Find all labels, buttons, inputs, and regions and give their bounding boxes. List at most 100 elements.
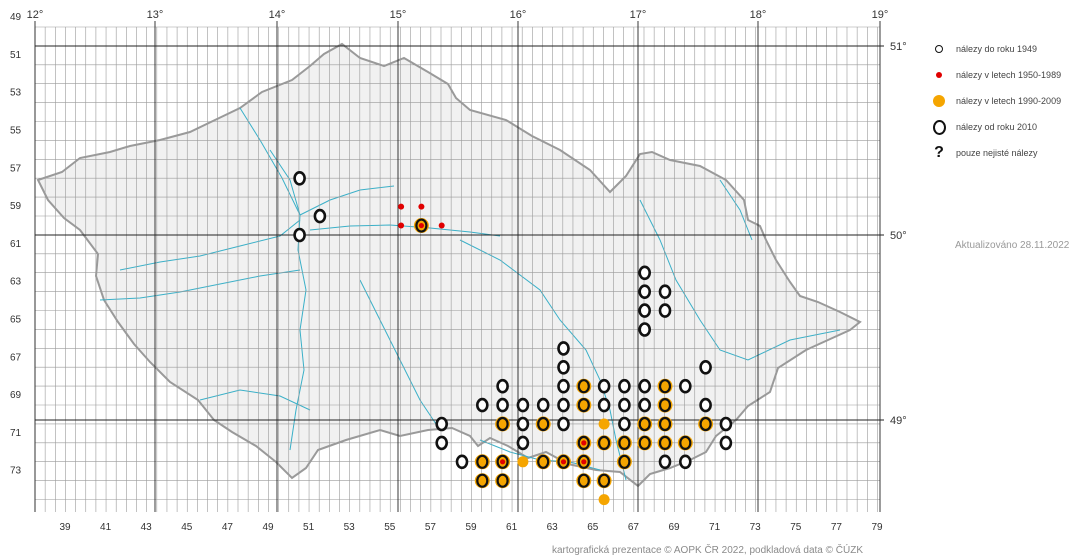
row-label: 71 xyxy=(10,428,22,439)
post-2010-record xyxy=(638,322,652,337)
longitude-label: 13° xyxy=(147,9,164,21)
open-circle-small-icon xyxy=(930,40,948,58)
record-1990-2009 xyxy=(598,418,610,430)
grid xyxy=(34,21,884,512)
post-2010-record xyxy=(537,416,550,432)
orange-dot-icon xyxy=(930,92,948,110)
post-2010-record xyxy=(577,454,590,469)
row-label: 63 xyxy=(10,277,22,288)
post-2010-record xyxy=(597,378,611,394)
post-2010-record xyxy=(638,397,652,413)
post-2010-record xyxy=(658,379,672,394)
post-2010-record xyxy=(658,398,672,413)
post-2010-record xyxy=(435,416,449,432)
post-2010-record xyxy=(679,435,692,450)
post-2010-record xyxy=(638,303,652,318)
post-2010-record xyxy=(577,435,590,450)
post-2010-record xyxy=(475,397,489,413)
post-2010-record xyxy=(658,416,672,432)
latitude-label: 51° xyxy=(890,41,907,53)
legend-item: nálezy do roku 1949 xyxy=(930,36,1065,62)
record-1950-1989 xyxy=(398,222,405,229)
record-1950-1989 xyxy=(438,222,445,229)
legend-label: nálezy do roku 1949 xyxy=(956,44,1038,54)
row-label: 65 xyxy=(10,315,22,326)
column-label: 55 xyxy=(384,522,396,533)
post-2010-record xyxy=(658,284,672,300)
column-label: 73 xyxy=(750,522,762,533)
record-1990-2009 xyxy=(598,494,610,506)
post-2010-record xyxy=(597,473,611,488)
post-2010-record xyxy=(618,435,631,450)
row-label: 57 xyxy=(10,163,22,174)
column-label: 77 xyxy=(831,522,843,533)
record-1950-1989 xyxy=(418,203,425,210)
column-label: 65 xyxy=(587,522,599,533)
legend-label: nálezy v letech 1950-1989 xyxy=(956,70,1062,80)
record-1950-1989 xyxy=(398,203,405,210)
record-1950-1989 xyxy=(500,459,506,465)
post-2010-record xyxy=(557,359,570,375)
row-label: 55 xyxy=(10,126,22,137)
row-label: 51 xyxy=(10,50,22,61)
record-symbols xyxy=(293,171,733,506)
record-1950-1989 xyxy=(560,459,567,465)
post-2010-record xyxy=(638,435,651,450)
legend: nálezy do roku 1949 nálezy v letech 1950… xyxy=(930,36,1065,166)
post-2010-record xyxy=(557,378,570,394)
post-2010-record xyxy=(516,416,530,432)
longitude-label: 12° xyxy=(27,9,44,21)
updated-date: Aktualizováno 28.11.2022 xyxy=(955,240,1070,251)
column-label: 49 xyxy=(262,522,274,533)
row-label: 59 xyxy=(10,201,22,212)
post-2010-record xyxy=(658,454,672,470)
record-1950-1989 xyxy=(581,440,587,446)
longitude-label: 16° xyxy=(510,9,527,21)
row-label: 61 xyxy=(10,239,22,250)
post-2010-record xyxy=(476,473,489,488)
longitude-label: 17° xyxy=(630,9,647,21)
post-2010-record xyxy=(719,435,733,451)
column-label: 51 xyxy=(303,522,315,533)
longitude-label: 19° xyxy=(872,9,889,21)
post-2010-record xyxy=(476,454,489,469)
longitude-label: 14° xyxy=(269,9,286,21)
post-2010-record xyxy=(536,397,550,413)
post-2010-record xyxy=(496,454,509,469)
post-2010-record xyxy=(719,416,733,432)
post-2010-record xyxy=(496,378,509,394)
post-2010-record xyxy=(638,378,652,394)
longitude-label: 18° xyxy=(750,9,767,21)
column-label: 67 xyxy=(628,522,640,533)
row-label: 69 xyxy=(10,390,22,401)
legend-item: nálezy v letech 1950-1989 xyxy=(930,62,1065,88)
post-2010-record xyxy=(678,378,692,394)
red-dot-icon xyxy=(930,66,948,84)
credit-text: kartografická prezentace © AOPK ČR 2022,… xyxy=(552,545,864,556)
post-2010-record xyxy=(537,454,550,469)
record-1990-2009 xyxy=(517,456,529,468)
legend-label: nálezy v letech 1990-2009 xyxy=(956,96,1062,106)
post-2010-record xyxy=(577,473,590,488)
column-label: 71 xyxy=(709,522,721,533)
post-2010-record xyxy=(293,171,306,186)
post-2010-record xyxy=(618,378,631,394)
post-2010-record xyxy=(658,435,672,450)
column-label: 79 xyxy=(871,522,883,533)
post-2010-record xyxy=(415,218,428,233)
post-2010-record xyxy=(618,454,631,469)
post-2010-record xyxy=(638,284,652,300)
post-2010-record xyxy=(638,265,652,281)
post-2010-record xyxy=(557,397,570,413)
column-label: 63 xyxy=(547,522,559,533)
legend-label: pouze nejisté nálezy xyxy=(956,148,1038,158)
column-label: 39 xyxy=(59,522,71,533)
post-2010-record xyxy=(516,397,530,413)
post-2010-record xyxy=(699,416,712,432)
column-label: 61 xyxy=(506,522,518,533)
post-2010-record xyxy=(658,303,672,318)
column-label: 41 xyxy=(100,522,112,533)
latitude-label: 50° xyxy=(890,230,907,242)
column-label: 47 xyxy=(222,522,234,533)
row-label: 49 xyxy=(10,12,22,23)
